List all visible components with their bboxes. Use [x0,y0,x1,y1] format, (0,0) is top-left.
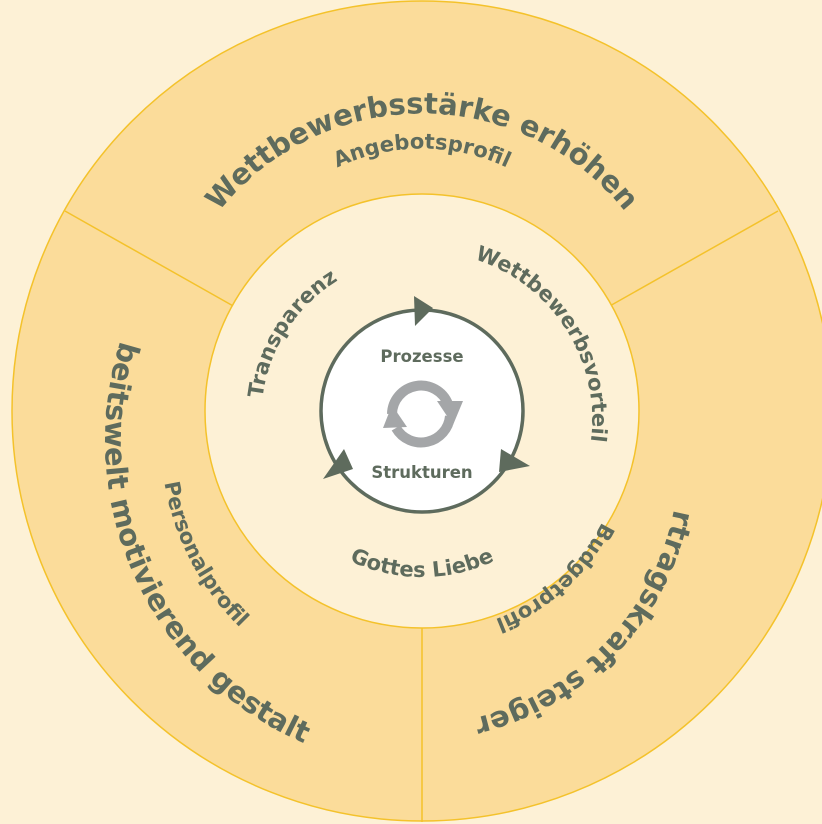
core-arrow-top-icon [414,296,433,326]
core-label-structures: Strukturen [371,463,472,482]
core-label-processes: Prozesse [380,347,463,366]
segment-divider-upper-right [607,210,779,308]
segment-divider-upper-left [64,210,236,308]
core-arrow-left-icon [323,449,353,479]
refresh-cycle-icon [383,380,463,448]
core-arrow-right-icon [499,449,530,472]
